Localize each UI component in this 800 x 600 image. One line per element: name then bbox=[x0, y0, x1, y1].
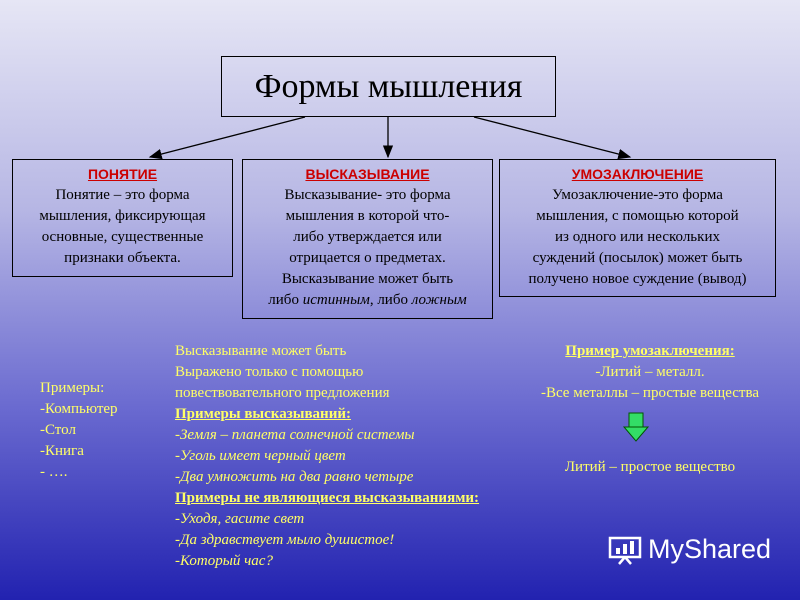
example-item: -Стол bbox=[40, 422, 76, 438]
non-example-item: -Который час? bbox=[175, 553, 273, 569]
examples-label: Примеры: bbox=[40, 380, 105, 396]
premise-item: -Литий – металл. bbox=[595, 364, 705, 380]
arrow-to-concept bbox=[148, 116, 306, 160]
example-item: -Два умножить на два равно четыре bbox=[175, 469, 414, 485]
example-item: -Земля – планета солнечной системы bbox=[175, 427, 415, 443]
concept-box-inference: УМОЗАКЛЮЧЕНИЕ Умозаключение-это форма мы… bbox=[499, 159, 776, 297]
concept-line: мышления, фиксирующая bbox=[39, 208, 206, 224]
concept-heading: УМОЗАКЛЮЧЕНИЕ bbox=[571, 166, 704, 182]
concept-line: либо утверждается или bbox=[293, 229, 442, 245]
note-line: Высказывание может быть bbox=[175, 343, 347, 359]
watermark-logo: MyShared bbox=[608, 534, 771, 565]
watermark-text: MyShared bbox=[648, 534, 772, 564]
concept-line-last: либо истинным, либо ложным bbox=[243, 290, 492, 311]
concept-line: суждений (посылок) может быть bbox=[532, 250, 743, 266]
concept-examples: Примеры: -Компьютер -Стол -Книга - …. bbox=[40, 378, 118, 483]
example-item: - …. bbox=[40, 464, 68, 480]
concept-line: основные, существенные bbox=[41, 229, 204, 245]
inference-heading: Пример умозаключения: bbox=[565, 343, 735, 359]
concept-line: мышления в которой что- bbox=[285, 208, 450, 224]
concept-line: Понятие – это форма bbox=[55, 187, 190, 203]
non-example-item: -Уходя, гасите свет bbox=[175, 511, 305, 527]
conclusion-text: Литий – простое вещество bbox=[564, 459, 736, 475]
concept-box-notion: ПОНЯТИЕ Понятие – это форма мышления, фи… bbox=[12, 159, 233, 277]
statement-notes: Высказывание может быть Выражено только … bbox=[175, 341, 479, 572]
concept-line: Умозаключение-это форма bbox=[552, 187, 723, 203]
premise-item: -Все металлы – простые вещества bbox=[540, 385, 760, 401]
concept-line: получено новое суждение (вывод) bbox=[528, 271, 747, 287]
text-fragment: , либо bbox=[369, 292, 412, 308]
note-line: повествовательного предложения bbox=[175, 385, 390, 401]
down-arrow-icon bbox=[622, 412, 650, 442]
examples-heading: Примеры высказываний: bbox=[175, 406, 351, 422]
concept-line: из одного или нескольких bbox=[555, 229, 720, 245]
non-example-item: -Да здравствует мыло душистое! bbox=[175, 532, 395, 548]
concept-line: мышления, с помощью которой bbox=[536, 208, 739, 224]
example-item: -Компьютер bbox=[40, 401, 118, 417]
non-examples-heading: Примеры не являющиеся высказываниями: bbox=[175, 490, 480, 506]
concept-line: Высказывание- это форма bbox=[284, 187, 451, 203]
example-item: -Уголь имеет черный цвет bbox=[175, 448, 346, 464]
false-word: ложным bbox=[411, 292, 467, 308]
inference-example: Пример умозаключения: -Литий – металл. -… bbox=[520, 341, 780, 478]
concept-heading: ПОНЯТИЕ bbox=[87, 166, 158, 182]
concept-line: отрицается о предметах. bbox=[289, 250, 446, 266]
arrow-to-inference bbox=[473, 116, 632, 160]
true-word: истинным bbox=[302, 292, 370, 308]
page-title: Формы мышления bbox=[254, 67, 523, 105]
title-box: Формы мышления bbox=[221, 56, 556, 117]
text-fragment: либо bbox=[268, 292, 303, 308]
concept-box-statement: ВЫСКАЗЫВАНИЕ Высказывание- это форма мыш… bbox=[242, 159, 493, 319]
concept-heading: ВЫСКАЗЫВАНИЕ bbox=[305, 166, 430, 182]
concept-line: признаки объекта. bbox=[64, 250, 181, 266]
example-item: -Книга bbox=[40, 443, 84, 459]
note-line: Выражено только с помощью bbox=[175, 364, 364, 380]
presentation-icon bbox=[608, 536, 642, 565]
concept-line: Высказывание может быть bbox=[281, 271, 454, 287]
